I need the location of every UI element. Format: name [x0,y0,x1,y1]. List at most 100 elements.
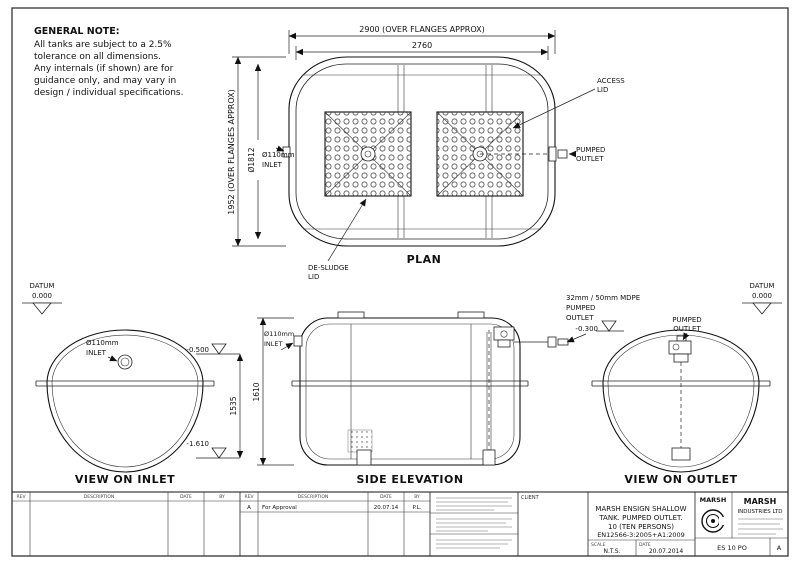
company-sub: INDUSTRIES LTD [738,509,783,515]
desludge-lid-label: DE-SLUDGE LID [308,198,367,281]
inlet-tank-inner [51,334,199,468]
svg-text:PUMPED: PUMPED [672,316,701,324]
plan-inlet-label: Ø110mm INLET [262,145,295,169]
general-note: GENERAL NOTE: All tanks are subject to a… [34,26,183,98]
side-view-title: SIDE ELEVATION [356,473,463,486]
dim-diameter-text: Ø1812 [247,147,256,172]
datum-symbol [32,302,52,315]
dim-overall-width-text: 2900 (OVER FLANGES APPROX) [359,25,484,34]
svg-text:PUMPED: PUMPED [576,146,605,154]
svg-text:OUTLET: OUTLET [673,325,701,333]
svg-text:DATE: DATE [380,494,392,500]
datum-right: DATUM 0.000 [742,282,782,315]
drawing-number-row: ES 10 PO A [695,537,788,556]
title-block: REV DESCRIPTION DATE BY REV DESCRIPTION … [12,491,788,556]
level-inlet-invert: -0.500 [186,343,240,355]
drawing-title-line: MARSH ENSIGN SHALLOW [595,505,686,513]
fine-print-notes [430,497,518,549]
svg-text:BY: BY [219,494,225,500]
plan-view: 2900 (OVER FLANGES APPROX) 2760 1952 (OV… [227,25,625,281]
drawing-number: ES 10 PO [717,544,747,552]
svg-text:LID: LID [308,273,319,281]
datum-symbol [752,302,772,315]
outlet-tank-inner [607,334,755,468]
svg-text:DATE: DATE [180,494,192,500]
logo-wordmark: MARSH [700,496,727,504]
general-note-title: GENERAL NOTE: [34,26,120,37]
svg-text:Ø110mm: Ø110mm [264,330,294,338]
svg-text:Ø110mm: Ø110mm [86,339,119,347]
svg-text:OUTLET: OUTLET [566,314,594,322]
plan-pumped-outlet-label: PUMPED OUTLET [568,146,605,163]
revision-value: A [777,544,782,552]
svg-text:P.L.: P.L. [412,505,421,511]
plan-title: PLAN [407,253,442,266]
svg-text:REV: REV [16,494,26,500]
svg-text:DE-SLUDGE: DE-SLUDGE [308,264,349,272]
datum-label: DATUM [750,282,775,290]
general-note-line: tolerance on all dimensions. [34,52,161,62]
company-name: MARSH [744,497,777,506]
datum-value: 0.000 [32,292,52,300]
svg-text:ACCESS: ACCESS [597,77,625,85]
side-tank-inner [305,323,515,460]
svg-text:DESCRIPTION: DESCRIPTION [84,494,114,500]
side-outlet-fitting [514,336,569,348]
revision-table-right: REV DESCRIPTION DATE BY A For Approval 2… [240,492,431,556]
svg-text:OUTLET: OUTLET [576,155,604,163]
plan-pumped-outlet-fitting [548,146,568,162]
dim-diameter: Ø1812 [247,63,262,240]
side-tank-outline [299,317,521,466]
svg-text:CLIENT: CLIENT [521,495,540,501]
datum-value: 0.000 [752,292,772,300]
datum-label: DATUM [30,282,55,290]
access-lid-label: ACCESS LID [512,77,625,129]
side-inlet-label: Ø110mm INLET [264,330,294,351]
svg-text:INLET: INLET [264,340,283,348]
level-base: -1.610 [186,440,240,459]
drawing-title-box: MARSH ENSIGN SHALLOW TANK. PUMPED OUTLET… [587,492,695,556]
inlet-view-title: VIEW ON INLET [75,473,175,486]
drawing-title-line: TANK. PUMPED OUTLET. [598,514,682,522]
svg-text:Ø110mm: Ø110mm [262,151,295,159]
dim-side-height: 1610 [252,317,294,466]
scale-label: SCALE [591,542,606,548]
general-note-line: All tanks are subject to a 2.5% [34,40,172,50]
company-name-box: MARSH INDUSTRIES LTD [738,497,783,535]
drawing-title-line: 10 (TEN PERSONS) [608,523,674,531]
level-outlet: -0.300 [575,325,598,333]
svg-text:32mm / 50mm MDPE: 32mm / 50mm MDPE [566,294,640,302]
svg-text:For Approval: For Approval [262,505,297,511]
svg-text:20.07.14: 20.07.14 [374,505,399,511]
plan-tank-inner-outline [295,63,549,240]
outlet-pump-label: PUMPED OUTLET [672,316,702,341]
svg-text:REV: REV [244,494,254,500]
internal-pump-assembly [482,326,515,466]
svg-text:DESCRIPTION: DESCRIPTION [298,494,328,500]
svg-text:-0.500: -0.500 [186,346,209,354]
general-note-line: Any internals (if shown) are for [34,64,174,74]
svg-text:1610: 1610 [252,382,261,401]
plan-inlet-stub [282,146,291,158]
svg-text:LID: LID [597,86,608,94]
svg-text:PUMPED: PUMPED [566,304,595,312]
scale-value: N.T.S. [604,548,621,555]
outlet-tank-outline [602,329,760,473]
sump-box [356,449,372,466]
dim-body-width-text: 2760 [412,41,432,50]
standard-ref: EN12566-3:2005+A1:2009 [597,531,685,539]
date-label: DATE [639,542,651,548]
svg-text:A: A [247,505,251,511]
mdpe-outlet-label: 32mm / 50mm MDPE PUMPED OUTLET -0.300 [566,294,640,343]
dim-inlet-height: 1535 [229,353,244,459]
date-value: 20.07.2014 [649,548,684,555]
outlet-pump-assembly [668,335,692,461]
outlet-view: PUMPED OUTLET VIEW ON OUTLET [591,316,771,486]
inlet-tank-outline [46,329,204,473]
svg-text:INLET: INLET [262,161,283,169]
general-note-line: guidance only, and may vary in [34,76,176,86]
revision-entry-row: A For Approval 20.07.14 P.L. [240,505,430,513]
desludge-zone [347,429,373,453]
